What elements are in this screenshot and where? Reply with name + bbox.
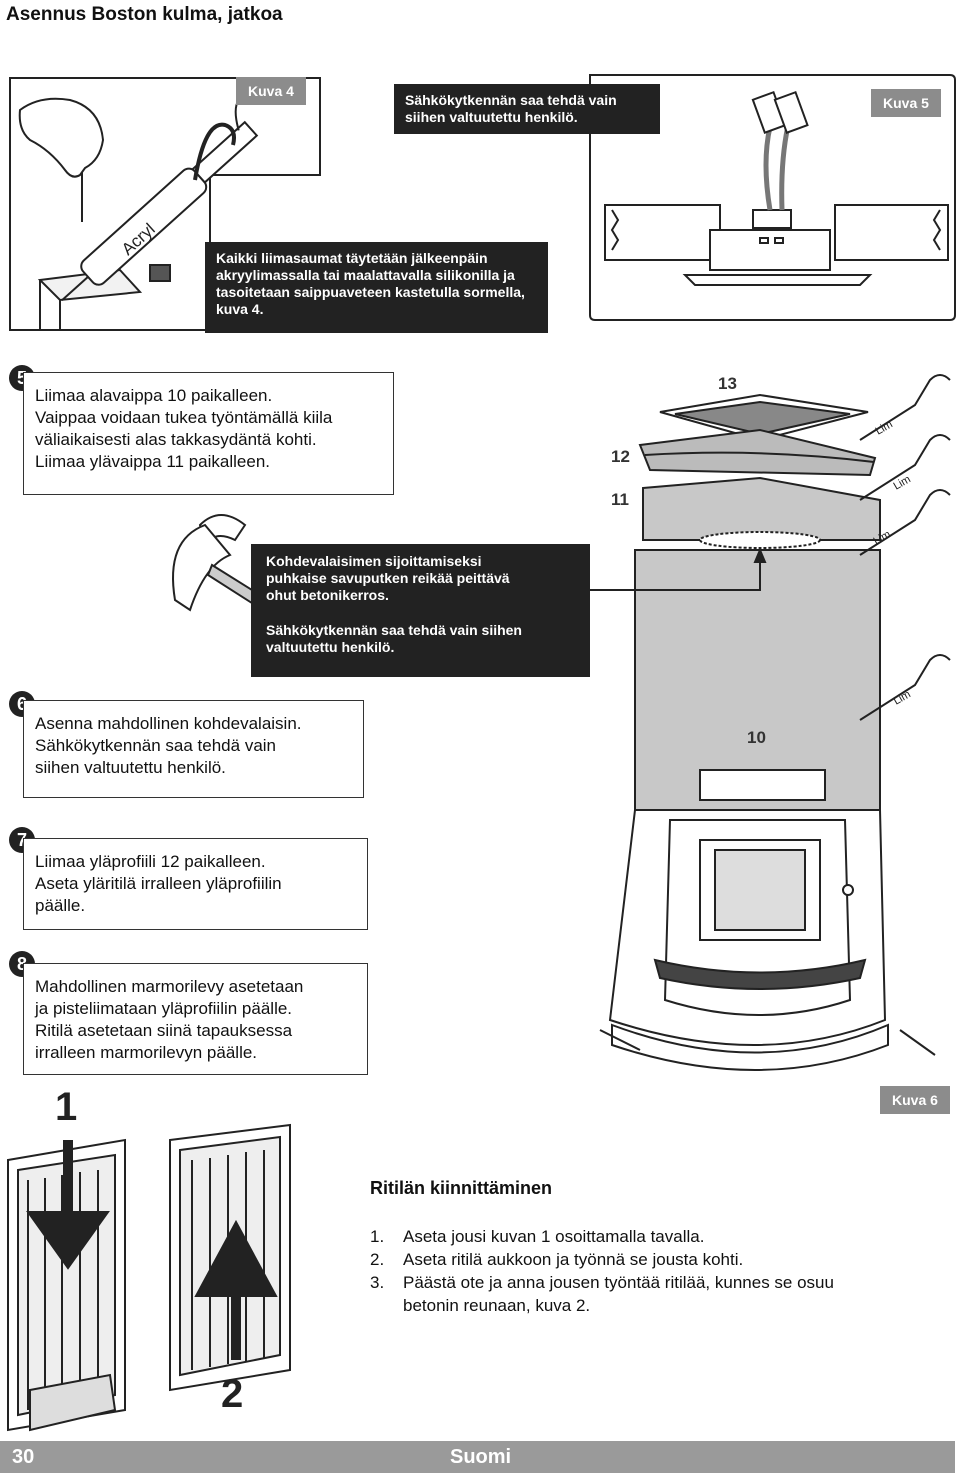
light-note-line: valtuutettu henkilö.	[266, 639, 395, 655]
grille-heading: Ritilän kiinnittäminen	[370, 1178, 553, 1198]
step7-box: Liimaa yläprofiili 12 paikalleen. Aseta …	[23, 838, 368, 930]
part-11-label: 11	[611, 490, 629, 509]
figure4-note: Kaikki liimasaumat täytetään jälkeenpäin…	[205, 242, 548, 333]
step6-line: Sähkökytkennän saa tehdä vain	[35, 736, 277, 755]
step5-line: Liimaa alavaippa 10 paikalleen.	[35, 386, 273, 405]
light-note-line: puhkaise savuputken reikää peittävä	[266, 570, 510, 586]
page-number: 30	[12, 1446, 35, 1468]
glue-label: Lim	[892, 473, 913, 492]
grille-step: 1.Aseta jousi kuvan 1 osoittamalla taval…	[370, 1227, 705, 1246]
figure6-tag: Kuva 6	[880, 1086, 950, 1114]
step8-line: ja pisteliimataan yläprofiilin päälle.	[35, 999, 293, 1018]
grille-figure-1-label: 1	[55, 1085, 78, 1129]
light-note-line: Kohdevalaisimen sijoittamiseksi	[266, 553, 482, 569]
grille-steps: 1.Aseta jousi kuvan 1 osoittamalla taval…	[370, 1225, 870, 1317]
grille-illustration	[7, 1123, 291, 1432]
hammer-illustration	[172, 514, 262, 612]
step7-line: Liimaa yläprofiili 12 paikalleen.	[35, 852, 266, 871]
part-13-label: 13	[718, 374, 737, 393]
figure5-note: Sähkökytkennän saa tehdä vain siihen val…	[394, 84, 660, 134]
grille-step: 3.Päästä ote ja anna jousen työntää riti…	[370, 1273, 834, 1315]
light-note-line: ohut betonikerros.	[266, 587, 389, 603]
part-10-label: 10	[747, 728, 766, 747]
figure5-tag: Kuva 5	[871, 89, 941, 117]
figure5-illustration	[589, 74, 956, 321]
grille-step: 2.Aseta ritilä aukkoon ja työnnä se jous…	[370, 1250, 744, 1269]
light-note-line: Sähkökytkennän saa tehdä vain siihen	[266, 622, 522, 638]
step7-line: päälle.	[35, 896, 86, 915]
light-note-box: Kohdevalaisimen sijoittamiseksi puhkaise…	[251, 544, 590, 677]
step8-line: irralleen marmorilevyn päälle.	[35, 1043, 258, 1062]
part-12-label: 12	[611, 447, 630, 466]
page-title: Asennus Boston kulma, jatkoa	[6, 4, 283, 25]
step5-line: Vaippaa voidaan tukea työntämällä kiila	[35, 408, 333, 427]
step5-line: väliaikaisesti alas takkasydäntä kohti.	[35, 430, 317, 449]
page-footer: 30 Suomi	[0, 1441, 955, 1473]
step5-box: Liimaa alavaippa 10 paikalleen. Vaippaa …	[23, 372, 394, 495]
step8-box: Mahdollinen marmorilevy asetetaan ja pis…	[23, 963, 368, 1075]
step6-line: siihen valtuutettu henkilö.	[35, 758, 226, 777]
stove-illustration	[590, 374, 951, 1071]
step6-line: Asenna mahdollinen kohdevalaisin.	[35, 714, 302, 733]
step7-line: Aseta yläritilä irralleen yläprofiilin	[35, 874, 282, 893]
glue-label: Lim	[874, 418, 895, 437]
grille-figure-2-label: 2	[221, 1372, 244, 1416]
step5-line: Liimaa ylävaippa 11 paikalleen.	[35, 452, 271, 471]
step8-line: Mahdollinen marmorilevy asetetaan	[35, 977, 304, 996]
footer-language: Suomi	[450, 1446, 512, 1468]
step6-box: Asenna mahdollinen kohdevalaisin. Sähkök…	[23, 700, 364, 798]
figure4-tag: Kuva 4	[236, 77, 306, 105]
glue-label: Lim	[892, 688, 913, 707]
step8-line: Ritilä asetetaan siinä tapauksessa	[35, 1021, 293, 1040]
figure4-illustration	[9, 77, 321, 331]
